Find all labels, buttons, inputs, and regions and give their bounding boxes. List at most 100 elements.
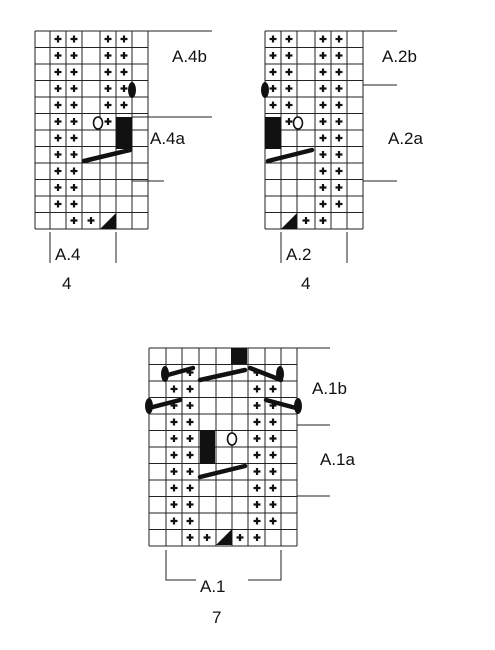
plus-symbol-icon [170,517,178,525]
plus-symbol-icon [285,101,293,109]
chart-a1-grid [148,347,298,547]
filled-square-icon [200,430,215,464]
plus-symbol-icon [319,101,327,109]
plus-symbol-icon [70,167,78,175]
plus-symbol-icon [335,184,343,191]
chart-a4-part-a-label: A.4a [150,129,186,148]
plus-symbol-icon [253,418,261,426]
plus-symbol-icon [319,118,327,125]
chart-a1-bracket [248,550,282,581]
plus-symbol-icon [54,118,62,125]
decrease-triangle-icon [100,213,116,229]
plus-symbol-icon [253,517,261,525]
chart-a2-part-a-label: A.2a [388,129,424,148]
plus-symbol-icon [269,451,277,459]
plus-symbol-icon [54,85,62,92]
plus-symbol-icon [186,517,194,525]
cable-bar-icon [146,397,183,411]
plus-symbol-icon [319,200,327,208]
chart-a1-part-a-label: A.1a [320,450,356,469]
plus-symbol-icon [253,451,261,459]
plus-symbol-icon [120,101,128,109]
plus-symbol-icon [253,484,261,492]
plus-symbol-icon [335,101,343,109]
plus-symbol-icon [170,418,178,426]
plus-symbol-icon [170,435,178,442]
plus-symbol-icon [170,501,178,508]
chart-a1-plus-symbols [170,369,277,541]
plus-symbol-icon [319,35,327,43]
bobble-oval-icon [128,82,136,98]
bobble-oval-icon [145,398,153,414]
plus-symbol-icon [186,385,194,393]
plus-symbol-icon [269,385,277,393]
plus-symbol-icon [285,118,293,125]
cable-bar-icon [81,147,133,164]
plus-symbol-icon [54,200,62,208]
plus-symbol-icon [269,418,277,426]
filled-square-icon [231,348,247,364]
chart-a4: A.4b A.4a A.4 4 [34,30,212,293]
plus-symbol-icon [269,435,277,442]
plus-symbol-icon [269,35,277,43]
plus-symbol-icon [319,184,327,191]
chart-a1: A.1b A.1a A.1 7 [145,347,356,627]
plus-symbol-icon [335,167,343,175]
plus-symbol-icon [319,85,327,92]
plus-symbol-icon [319,217,327,224]
cable-bar-icon [197,463,248,480]
chart-a2-name-label: A.2 [286,245,312,264]
bobble-oval-icon [261,82,269,98]
plus-symbol-icon [104,68,112,76]
plus-symbol-icon [285,85,293,92]
plus-symbol-icon [335,151,343,158]
chart-a2-plus-symbols [269,35,343,224]
plus-symbol-icon [335,118,343,125]
plus-symbol-icon [319,134,327,142]
plus-symbol-icon [70,151,78,158]
plus-symbol-icon [285,68,293,76]
plus-symbol-icon [253,534,261,541]
plus-symbol-icon [285,52,293,59]
plus-symbol-icon [186,534,194,541]
chart-a4-plus-symbols [54,35,128,224]
chart-a2-part-b-label: A.2b [382,47,417,66]
cable-bar-icon [197,367,248,383]
plus-symbol-icon [70,101,78,109]
plus-symbol-icon [70,200,78,208]
plus-symbol-icon [269,68,277,76]
plus-symbol-icon [54,101,62,109]
plus-symbol-icon [269,101,277,109]
cable-bar-icon [247,365,284,383]
plus-symbol-icon [54,134,62,142]
plus-symbol-icon [335,35,343,43]
plus-symbol-icon [70,118,78,125]
plus-symbol-icon [269,468,277,475]
plus-symbol-icon [335,68,343,76]
plus-symbol-icon [186,501,194,508]
plus-symbol-icon [269,52,277,59]
plus-symbol-icon [54,151,62,158]
chart-a2-stitch-count: 4 [301,274,310,293]
chart-a4-grid [34,30,149,230]
plus-symbol-icon [319,68,327,76]
plus-symbol-icon [87,217,95,224]
plus-symbol-icon [70,35,78,43]
plus-symbol-icon [70,85,78,92]
chart-a1-part-b-label: A.1b [312,379,347,398]
plus-symbol-icon [70,68,78,76]
plus-symbol-icon [253,385,261,393]
filled-square-icon [116,117,132,149]
plus-symbol-icon [335,52,343,59]
chart-a1-name-label: A.1 [200,577,226,596]
plus-symbol-icon [319,167,327,175]
filled-square-icon [265,117,281,149]
plus-symbol-icon [253,468,261,475]
plus-symbol-icon [120,68,128,76]
plus-symbol-icon [104,101,112,109]
plus-symbol-icon [269,484,277,492]
decrease-triangle-icon [216,529,232,545]
bobble-oval-icon [161,366,169,382]
plus-symbol-icon [54,68,62,76]
plus-symbol-icon [269,85,277,92]
